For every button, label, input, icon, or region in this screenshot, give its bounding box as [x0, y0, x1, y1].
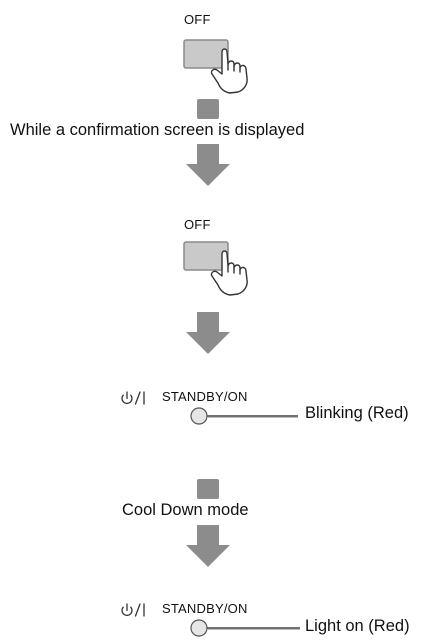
standby-on-label-2: STANDBY/ON	[162, 601, 248, 616]
power-icon	[121, 603, 145, 617]
step-caption-cool-down: Cool Down mode	[122, 501, 249, 519]
led-status-light-on: Light on (Red)	[305, 617, 410, 635]
off-button-label-2: OFF	[184, 217, 211, 232]
led-indicator-1	[190, 407, 298, 425]
step-caption-confirmation: While a confirmation screen is displayed	[10, 121, 305, 139]
down-arrow-icon	[186, 144, 230, 186]
off-button	[183, 241, 229, 271]
off-button	[183, 39, 229, 69]
off-button-press-1	[183, 39, 248, 94]
led-indicator-icon	[190, 407, 208, 425]
led-indicator-2	[190, 619, 300, 637]
hand-press-icon	[210, 48, 248, 94]
off-button-label-1: OFF	[184, 12, 211, 27]
standby-on-label-1: STANDBY/ON	[162, 389, 248, 404]
down-arrow-icon	[186, 312, 230, 354]
led-status-blinking: Blinking (Red)	[305, 404, 409, 422]
hand-press-icon	[210, 250, 248, 296]
off-button-press-2	[183, 241, 248, 296]
power-icon	[121, 391, 145, 405]
down-arrow-icon	[186, 525, 230, 567]
down-arrow-icon	[197, 99, 219, 119]
led-indicator-icon	[190, 619, 208, 637]
down-arrow-icon	[197, 479, 219, 499]
